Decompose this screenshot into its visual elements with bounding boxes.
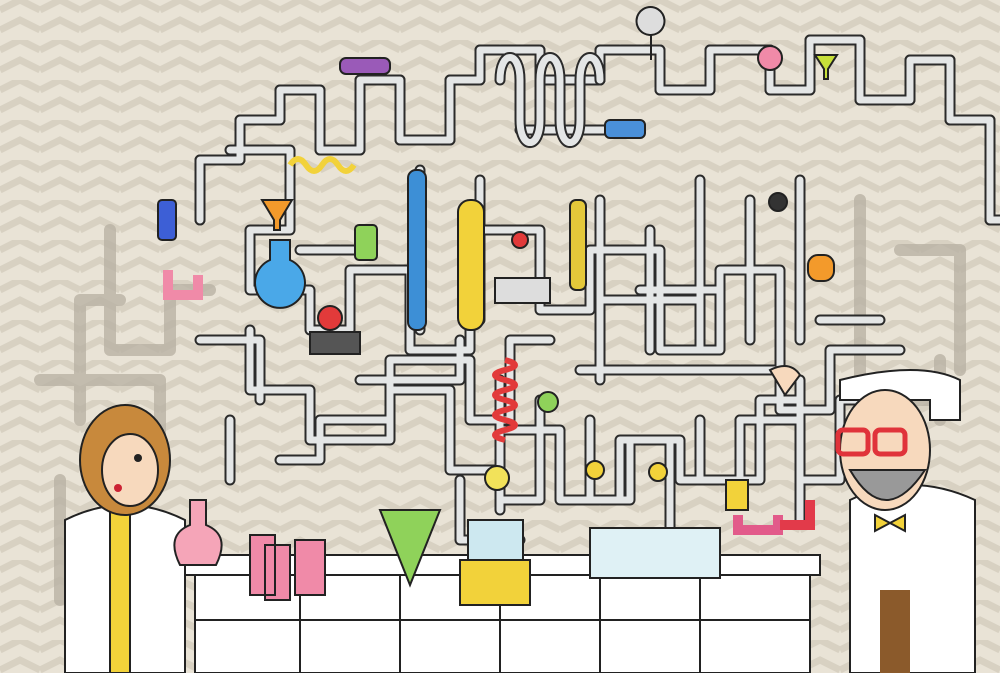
yellow-cartridge	[725, 479, 749, 511]
lab-apparatus	[157, 6, 839, 535]
flask-yellow	[484, 465, 510, 491]
green-funnel	[813, 54, 839, 80]
red-alarm-light	[317, 305, 343, 331]
scientist-right	[768, 365, 976, 673]
pipe-maze	[194, 34, 1000, 546]
lab-bench	[179, 509, 821, 673]
green-cone-flask	[378, 509, 442, 588]
hot-plate	[459, 559, 531, 606]
pink-pipe-right	[780, 500, 815, 530]
blue-condenser	[407, 169, 427, 331]
yellow-wavy-coil	[287, 156, 357, 174]
pink-globe	[757, 45, 783, 71]
pink-bottles	[249, 534, 326, 601]
black-valve	[768, 192, 788, 212]
blue-connectors	[604, 119, 646, 139]
orange-jar	[807, 254, 835, 282]
pressure-gauge	[648, 462, 668, 482]
red-dial	[511, 231, 529, 249]
pink-u-tube	[163, 270, 203, 300]
yellow-condenser	[457, 199, 485, 331]
red-spiral-coil	[492, 357, 518, 443]
beaker	[467, 519, 524, 561]
purple-clamp	[339, 57, 391, 75]
round-flask-blue	[254, 239, 306, 309]
green-jar	[354, 224, 378, 261]
flask-green	[537, 391, 559, 413]
funnel-orange	[260, 199, 294, 231]
scientist-left	[64, 404, 223, 673]
test-tube-rack	[494, 277, 551, 304]
pressure-gauge	[585, 460, 605, 480]
pink-red-pipe	[733, 515, 783, 535]
shower-head	[635, 6, 666, 60]
brown-vest	[880, 590, 910, 673]
pink-flask-held	[173, 499, 223, 566]
yellow-bow-tie	[874, 513, 906, 533]
blue-bottle	[157, 199, 177, 241]
green-tube	[569, 199, 587, 291]
water-bath	[589, 527, 721, 579]
control-box	[309, 331, 361, 355]
